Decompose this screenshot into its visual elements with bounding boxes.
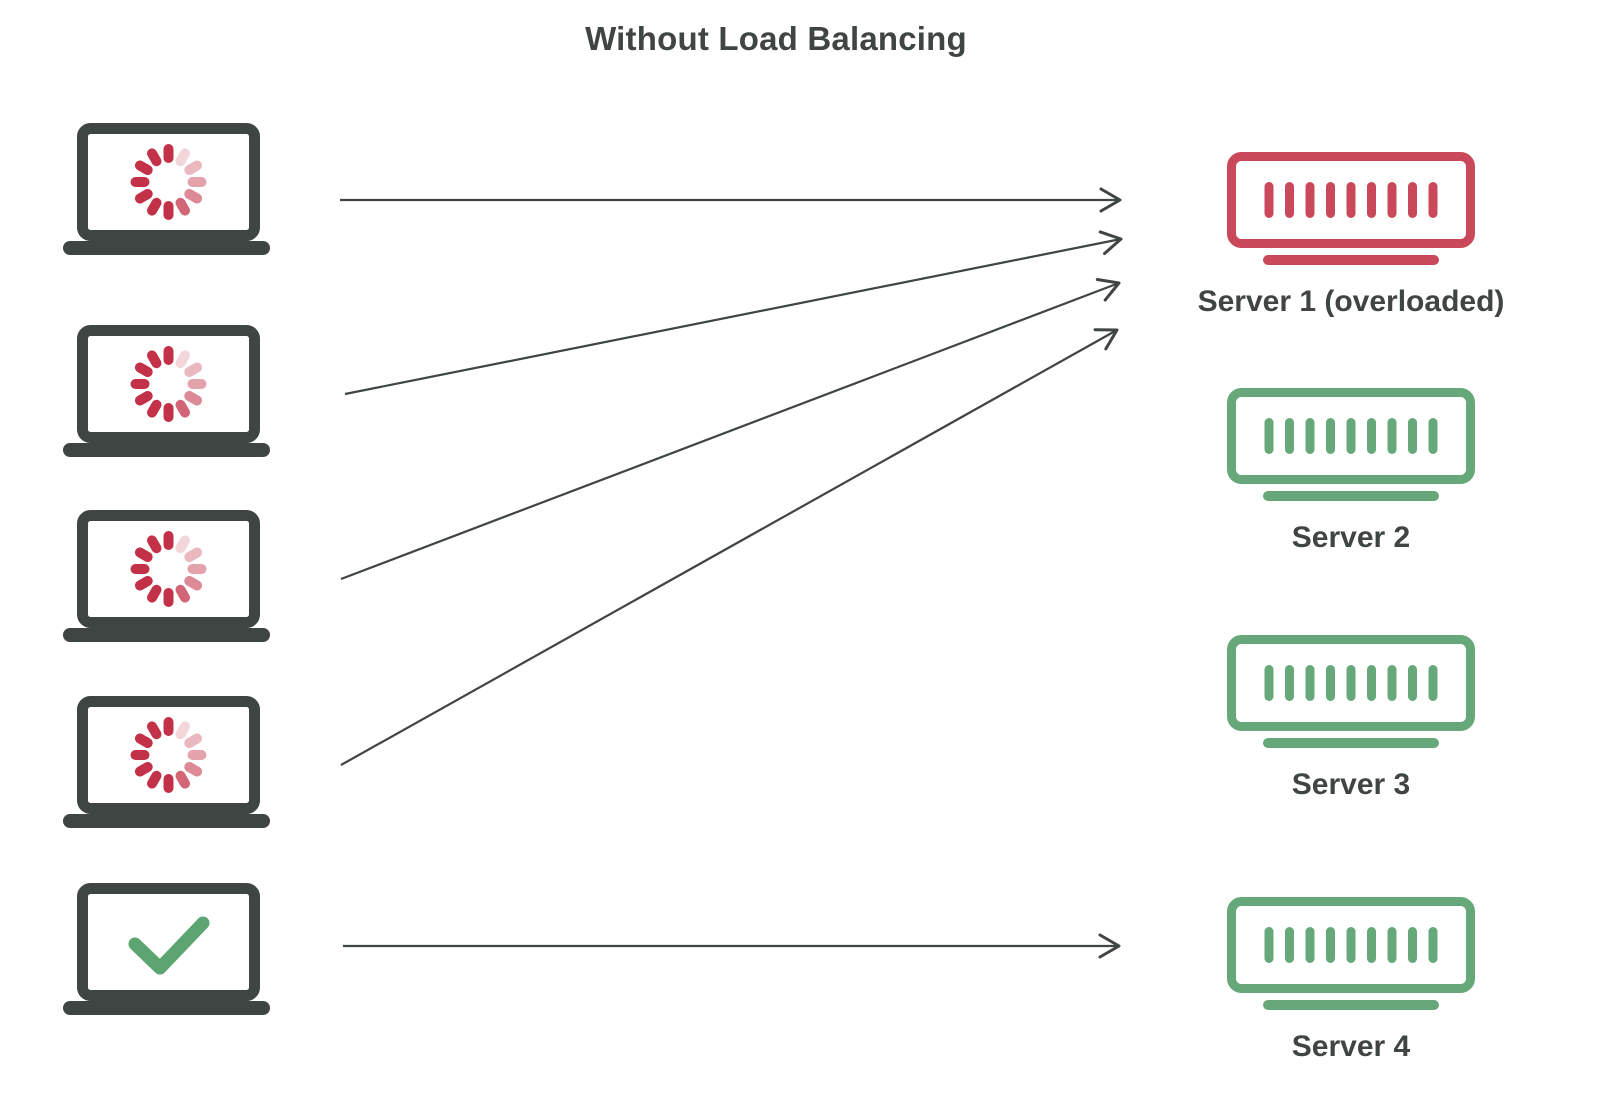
server-icon bbox=[1227, 152, 1475, 265]
server-base-bar bbox=[1263, 491, 1439, 501]
laptop-icon bbox=[63, 123, 270, 255]
laptop-base bbox=[63, 241, 270, 255]
loading-spinner-icon bbox=[130, 717, 207, 793]
server-4 bbox=[1227, 897, 1475, 1015]
arrow-client-3-to-server-1 bbox=[340, 277, 1121, 581]
laptop-screen bbox=[77, 325, 260, 443]
loading-spinner-icon bbox=[130, 531, 207, 607]
laptop-base bbox=[63, 443, 270, 457]
server-vents bbox=[1264, 182, 1438, 218]
laptop-icon bbox=[63, 325, 270, 457]
laptop-client-3 bbox=[63, 510, 270, 647]
loading-spinner-icon bbox=[130, 346, 207, 422]
laptop-base bbox=[63, 1001, 270, 1015]
laptop-screen bbox=[77, 510, 260, 628]
server-2 bbox=[1227, 388, 1475, 506]
laptop-icon bbox=[63, 696, 270, 828]
server-1-label: Server 1 (overloaded) bbox=[1197, 285, 1505, 318]
server-4-label: Server 4 bbox=[1291, 1030, 1411, 1063]
server-base-bar bbox=[1263, 255, 1439, 265]
laptop-screen bbox=[77, 696, 260, 814]
laptop-icon bbox=[63, 883, 270, 1015]
server-vents bbox=[1264, 418, 1438, 454]
laptop-client-4 bbox=[63, 696, 270, 833]
server-vents bbox=[1264, 665, 1438, 701]
check-icon bbox=[128, 916, 210, 975]
laptop-client-1 bbox=[63, 123, 270, 260]
loading-spinner-icon bbox=[130, 144, 207, 220]
arrow-client-2-to-server-1 bbox=[344, 230, 1123, 396]
laptop-screen bbox=[77, 123, 260, 241]
laptop-client-5 bbox=[63, 883, 270, 1020]
laptop-icon bbox=[63, 510, 270, 642]
server-icon bbox=[1227, 635, 1475, 748]
server-1 bbox=[1227, 152, 1475, 270]
laptop-base bbox=[63, 628, 270, 642]
laptop-base bbox=[63, 814, 270, 828]
laptop-screen bbox=[77, 883, 260, 1001]
server-icon bbox=[1227, 897, 1475, 1010]
server-3 bbox=[1227, 635, 1475, 753]
laptop-client-2 bbox=[63, 325, 270, 462]
arrow-client-4-to-server-1 bbox=[340, 328, 1119, 766]
diagram-title: Without Load Balancing bbox=[585, 20, 967, 57]
server-base-bar bbox=[1263, 1000, 1439, 1010]
server-vents bbox=[1264, 927, 1438, 963]
server-icon bbox=[1227, 388, 1475, 501]
server-2-label: Server 2 bbox=[1291, 521, 1411, 554]
server-3-label: Server 3 bbox=[1291, 768, 1411, 801]
server-base-bar bbox=[1263, 738, 1439, 748]
